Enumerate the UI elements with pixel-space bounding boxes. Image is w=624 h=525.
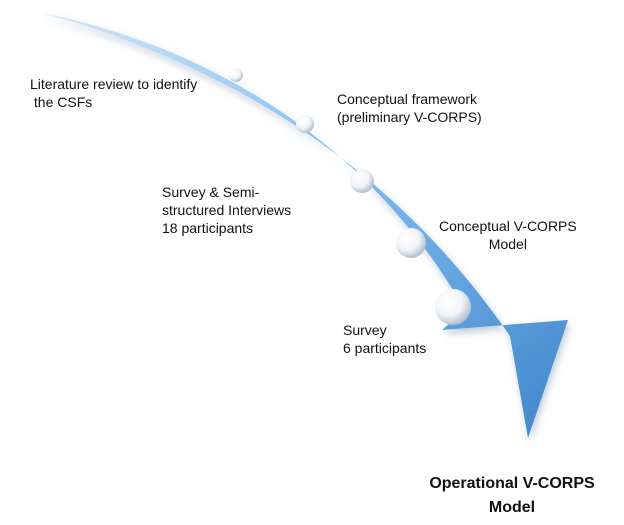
final-output-label: Operational V-CORPS Model — [429, 475, 595, 516]
stage-4-bead — [396, 228, 426, 258]
stage-1-label: Literature review to identify the CSFs — [30, 76, 198, 110]
stage-1-bead — [229, 68, 243, 82]
stage-3-label: Survey & Semi- structured Interviews 18 … — [162, 184, 292, 236]
stage-3-bead — [350, 169, 374, 193]
stage-2-bead — [296, 115, 314, 133]
stage-4-label: Conceptual V-CORPS Model — [439, 218, 577, 252]
stage-5-bead — [435, 289, 471, 325]
stage-2-label: Conceptual framework (preliminary V-CORP… — [337, 91, 482, 125]
stage-5-label: Survey 6 participants — [343, 322, 427, 356]
